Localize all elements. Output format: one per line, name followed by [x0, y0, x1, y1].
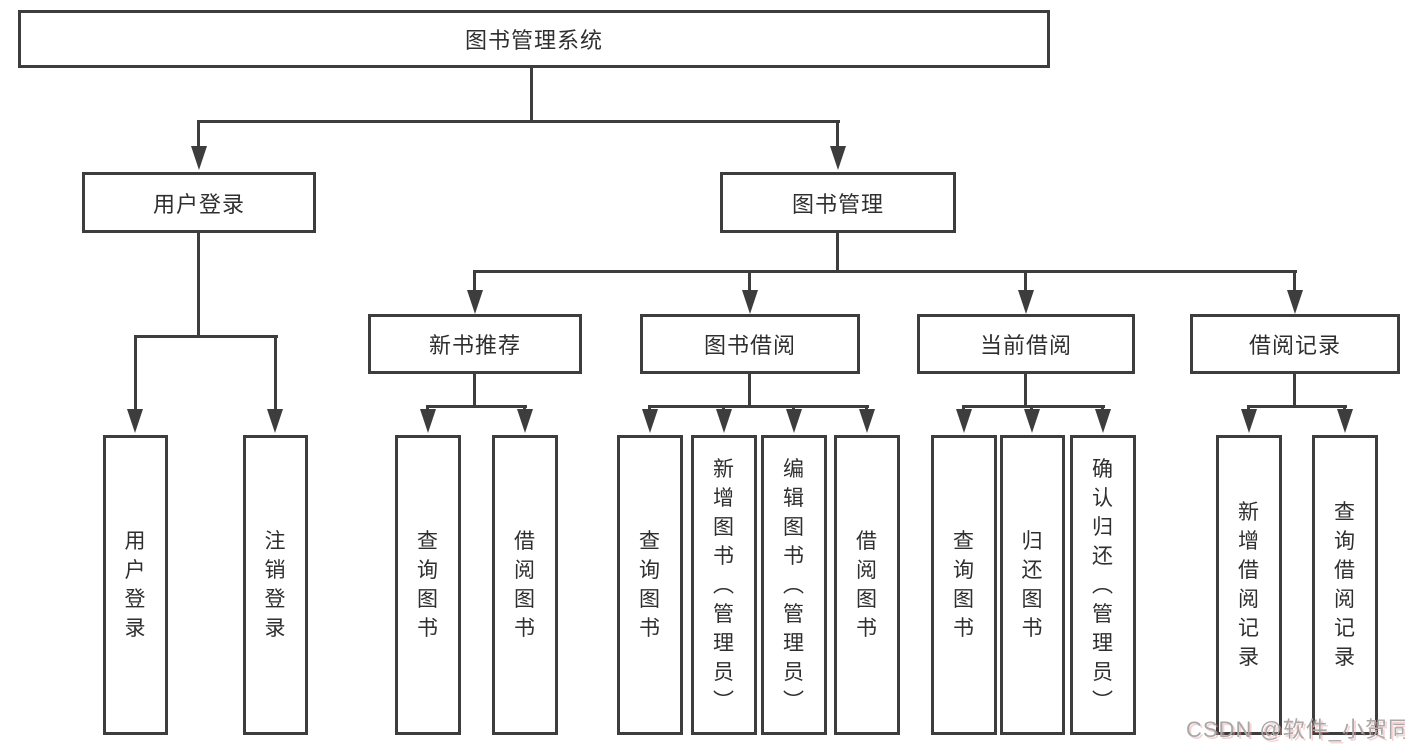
- node-edit-books-admin-label: 编 辑 图 书 ︵ 管 理 员 ︶: [783, 457, 805, 713]
- node-borrow-query-books-label: 查 询 图 书: [639, 530, 661, 640]
- node-book-management: 图书管理: [720, 172, 956, 233]
- node-current-borrowing-label: 当前借阅: [979, 333, 1072, 358]
- connector-vline: [197, 233, 200, 335]
- node-root: 图书管理系统: [18, 10, 1050, 68]
- connector-vline: [836, 120, 839, 148]
- node-confirm-return-admin-label: 确 认 归 还 ︵ 管 理 员 ︶: [1092, 457, 1114, 713]
- node-logout-action-label: 注 销 登 录: [264, 530, 287, 640]
- connector-hline: [473, 270, 1297, 273]
- connector-vline: [1293, 374, 1296, 405]
- connector-vline: [836, 233, 839, 270]
- connector-hline: [426, 405, 527, 408]
- arrowhead-down: [956, 409, 972, 433]
- connector-vline: [134, 335, 137, 411]
- arrowhead-down: [642, 409, 658, 433]
- node-rec-query-books-label: 查 询 图 书: [417, 530, 439, 640]
- connector-vline: [274, 335, 277, 411]
- node-book-borrowing-label: 图书借阅: [703, 333, 796, 358]
- node-book-management-label: 图书管理: [791, 191, 884, 217]
- arrowhead-down: [191, 146, 207, 170]
- arrowhead-down: [267, 409, 283, 433]
- node-current-query-books: 查 询 图 书: [931, 435, 997, 735]
- arrowhead-down: [1241, 409, 1257, 433]
- node-return-books-label: 归 还 图 书: [1021, 530, 1044, 640]
- node-current-borrowing: 当前借阅: [917, 314, 1135, 374]
- node-user-login-action-label: 用 户 登 录: [124, 530, 147, 640]
- node-user-login-action: 用 户 登 录: [103, 435, 168, 735]
- node-query-borrow-record-label: 查 询 借 阅 记 录: [1334, 501, 1356, 669]
- connector-hline: [134, 335, 278, 338]
- node-user-login: 用户登录: [82, 172, 316, 233]
- arrowhead-down: [127, 409, 143, 433]
- node-rec-borrow-books-label: 借 阅 图 书: [514, 530, 536, 640]
- arrowhead-down: [1018, 290, 1034, 314]
- node-add-borrow-record: 新 增 借 阅 记 录: [1216, 435, 1282, 735]
- connector-vline: [748, 270, 751, 292]
- node-root-label: 图书管理系统: [464, 28, 603, 53]
- node-borrow-books-label: 借 阅 图 书: [856, 530, 878, 640]
- node-add-borrow-record-label: 新 增 借 阅 记 录: [1238, 501, 1260, 669]
- node-borrowing-records: 借阅记录: [1190, 314, 1400, 374]
- connector-hline: [197, 120, 840, 123]
- connector-hline: [962, 405, 1105, 408]
- connector-vline: [530, 68, 533, 120]
- watermark: CSDN @软件_小贺同学: [1186, 717, 1405, 742]
- node-query-borrow-record: 查 询 借 阅 记 录: [1312, 435, 1378, 735]
- node-rec-borrow-books: 借 阅 图 书: [492, 435, 558, 735]
- node-return-books: 归 还 图 书: [1000, 435, 1065, 735]
- node-borrow-books: 借 阅 图 书: [834, 435, 900, 735]
- arrowhead-down: [467, 290, 483, 314]
- node-logout-action: 注 销 登 录: [243, 435, 308, 735]
- arrowhead-down: [1095, 409, 1111, 433]
- arrowhead-down: [1287, 290, 1303, 314]
- arrowhead-down: [742, 290, 758, 314]
- arrowhead-down: [786, 409, 802, 433]
- connector-vline: [197, 120, 200, 148]
- arrowhead-down: [859, 409, 875, 433]
- node-borrow-query-books: 查 询 图 书: [617, 435, 683, 735]
- connector-vline: [1293, 270, 1296, 292]
- node-add-books-admin-label: 新 增 图 书 ︵ 管 理 员 ︶: [713, 457, 735, 713]
- arrowhead-down: [420, 409, 436, 433]
- connector-vline: [473, 270, 476, 292]
- node-user-login-label: 用户登录: [152, 191, 245, 217]
- connector-vline: [748, 374, 751, 405]
- arrowhead-down: [517, 409, 533, 433]
- node-add-books-admin: 新 增 图 书 ︵ 管 理 员 ︶: [691, 435, 757, 735]
- node-edit-books-admin: 编 辑 图 书 ︵ 管 理 员 ︶: [761, 435, 827, 735]
- arrowhead-down: [1337, 409, 1353, 433]
- node-book-borrowing: 图书借阅: [640, 314, 860, 374]
- connector-hline: [1247, 405, 1347, 408]
- arrowhead-down: [830, 146, 846, 170]
- node-new-book-recommend: 新书推荐: [368, 314, 582, 374]
- connector-vline: [1024, 270, 1027, 292]
- node-new-book-recommend-label: 新书推荐: [428, 333, 521, 358]
- connector-vline: [1024, 374, 1027, 405]
- connector-hline: [648, 405, 869, 408]
- node-confirm-return-admin: 确 认 归 还 ︵ 管 理 员 ︶: [1070, 435, 1136, 735]
- node-rec-query-books: 查 询 图 书: [395, 435, 461, 735]
- arrowhead-down: [1024, 409, 1040, 433]
- arrowhead-down: [716, 409, 732, 433]
- node-current-query-books-label: 查 询 图 书: [953, 530, 975, 640]
- connector-vline: [473, 374, 476, 405]
- node-borrowing-records-label: 借阅记录: [1248, 333, 1341, 358]
